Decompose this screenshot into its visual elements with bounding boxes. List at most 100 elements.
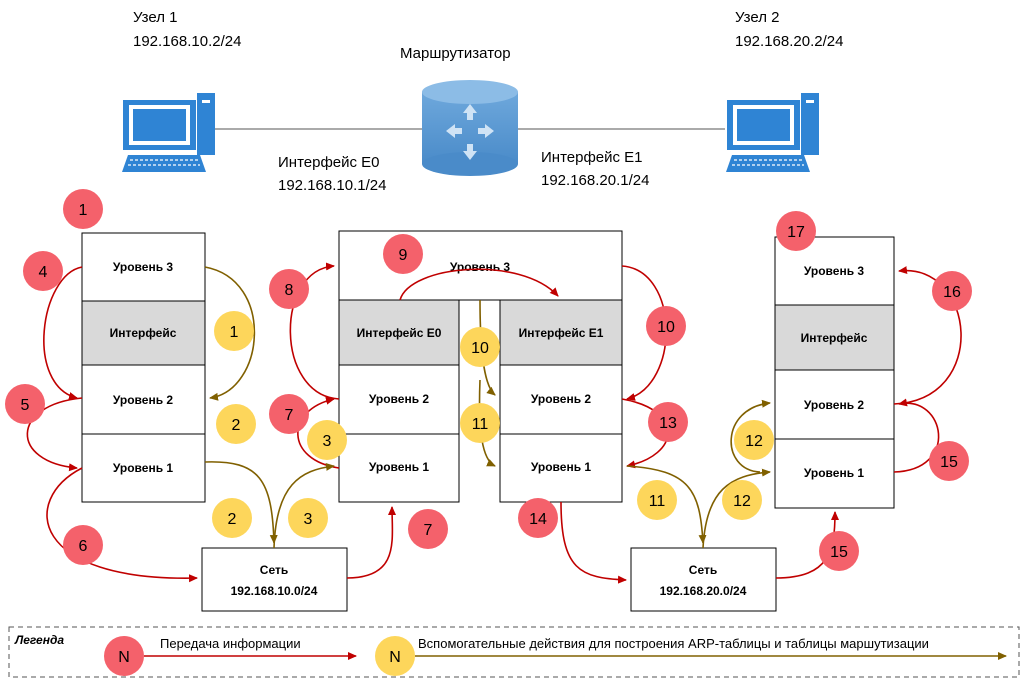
red-step-marker: 15: [929, 441, 969, 481]
node2-level3: Уровень 3: [804, 264, 865, 278]
yellow-arrows: [204, 266, 771, 549]
yellow-arrow-l1-net1: [204, 461, 278, 544]
red-step-marker: 17: [776, 211, 816, 251]
svg-text:3: 3: [304, 511, 313, 528]
network1-box: Сеть 192.168.10.0/24: [201, 547, 348, 612]
yellow-step-marker: 12: [734, 420, 774, 460]
red-step-marker: 9: [383, 234, 423, 274]
router-icon: [422, 80, 518, 176]
node1-interface: Интерфейс: [110, 326, 177, 340]
yellow-step-marker: 2: [216, 404, 256, 444]
node1-title: Узел 1: [133, 9, 178, 26]
node2-stack: Уровень 3 Интерфейс Уровень 2 Уровень 1: [774, 236, 895, 509]
red-step-marker: 8: [269, 269, 309, 309]
red-step-marker: 13: [648, 402, 688, 442]
node2-level2: Уровень 2: [804, 398, 865, 412]
red-arrow-l2-l1: [26, 397, 83, 472]
yellow-step-marker: 12: [722, 480, 762, 520]
svg-text:1: 1: [230, 324, 239, 341]
if-e1-ip: 192.168.20.1/24: [541, 172, 649, 189]
svg-text:2: 2: [228, 511, 237, 528]
svg-text:16: 16: [943, 284, 961, 301]
red-step-marker: 14: [518, 498, 558, 538]
red-step-markers: 1 4 5 6 7 7 8 9 10 13 14 15 15 16 17: [5, 189, 972, 571]
legend-red-marker: [104, 636, 144, 676]
svg-text:5: 5: [21, 397, 30, 414]
node1-stack: Уровень 3 Интерфейс Уровень 2 Уровень 1: [81, 232, 206, 503]
svg-text:7: 7: [424, 522, 433, 539]
yellow-step-marker: 11: [637, 480, 677, 520]
red-step-marker: 7: [408, 509, 448, 549]
svg-text:14: 14: [529, 511, 547, 528]
svg-text:9: 9: [399, 247, 408, 264]
if-e0-title: Интерфейс Е0: [278, 154, 380, 171]
red-step-marker: 15: [819, 531, 859, 571]
router-e1-level2: Уровень 2: [531, 392, 592, 406]
legend-yellow-text: Вспомогательные действия для построения …: [418, 636, 929, 651]
red-arrow-e1l1-net2: [560, 501, 627, 584]
node1-level1: Уровень 1: [113, 461, 174, 475]
red-step-marker: 6: [63, 525, 103, 565]
legend: Легенда N Передача информации N Вспомога…: [8, 626, 1020, 678]
svg-text:7: 7: [285, 407, 294, 424]
node2-interface: Интерфейс: [801, 331, 868, 345]
svg-text:17: 17: [787, 224, 805, 241]
node2-title: Узел 2: [735, 9, 780, 26]
svg-text:2: 2: [232, 417, 241, 434]
svg-text:10: 10: [657, 319, 675, 336]
router-level3: Уровень 3: [450, 260, 511, 274]
yellow-step-marker: 3: [307, 420, 347, 460]
svg-text:13: 13: [659, 415, 677, 432]
router-stack: Уровень 3 Интерфейс Е0 Интерфейс Е1 Уров…: [338, 230, 623, 503]
node2-level1: Уровень 1: [804, 466, 865, 480]
red-step-marker: 1: [63, 189, 103, 229]
network2-address: 192.168.20.0/24: [660, 584, 747, 598]
legend-title: Легенда: [14, 633, 64, 647]
red-step-marker: 10: [646, 306, 686, 346]
computer-icon: [122, 93, 215, 172]
legend-red-text: Передача информации: [160, 636, 301, 651]
network1-address: 192.168.10.0/24: [231, 584, 318, 598]
yellow-step-marker: 1: [214, 311, 254, 351]
yellow-arrow-e1l1-net2: [626, 465, 707, 544]
node1-ip: 192.168.10.2/24: [133, 33, 241, 50]
red-step-marker: 16: [932, 271, 972, 311]
svg-text:12: 12: [733, 493, 751, 510]
yellow-arrow-net2-n2l1: [702, 468, 771, 549]
node2-ip: 192.168.20.2/24: [735, 33, 843, 50]
red-arrow-net1-e0l1: [346, 506, 397, 579]
svg-text:11: 11: [649, 493, 666, 510]
yellow-step-marker: 3: [288, 498, 328, 538]
red-arrow-n2l1-n2l2: [893, 398, 940, 473]
computer-icon: [726, 93, 819, 172]
network1-title: Сеть: [260, 563, 288, 577]
svg-text:11: 11: [472, 416, 489, 433]
red-step-marker: 4: [23, 251, 63, 291]
if-e0-ip: 192.168.10.1/24: [278, 177, 386, 194]
svg-text:3: 3: [323, 433, 332, 450]
red-arrow-l3-l2: [43, 266, 83, 400]
network2-title: Сеть: [689, 563, 717, 577]
router-if-e0: Интерфейс Е0: [357, 326, 442, 340]
svg-text:15: 15: [940, 454, 958, 471]
network2-box: Сеть 192.168.20.0/24: [630, 547, 777, 612]
red-arrow-e0l1-e0l2: [297, 396, 340, 469]
yellow-step-marker: 11: [460, 403, 500, 443]
svg-text:15: 15: [830, 544, 848, 561]
router-e0-level2: Уровень 2: [369, 392, 430, 406]
if-e1-title: Интерфейс Е1: [541, 149, 643, 166]
legend-yellow-marker-label: N: [389, 649, 401, 666]
red-step-marker: 5: [5, 384, 45, 424]
router-if-e1: Интерфейс Е1: [519, 326, 604, 340]
legend-yellow-marker: [375, 636, 415, 676]
router-e1-level1: Уровень 1: [531, 460, 592, 474]
yellow-arrow-n2l1-n2l2: [730, 399, 771, 473]
yellow-arrow-net1-e0l1: [273, 462, 335, 549]
svg-text:1: 1: [79, 202, 88, 219]
yellow-step-marker: 2: [212, 498, 252, 538]
red-arrow-l1-net1: [46, 467, 198, 583]
svg-text:12: 12: [745, 433, 763, 450]
svg-text:4: 4: [39, 264, 48, 281]
yellow-step-markers: 1 2 2 3 3 10 11 11 12 12: [212, 311, 774, 538]
